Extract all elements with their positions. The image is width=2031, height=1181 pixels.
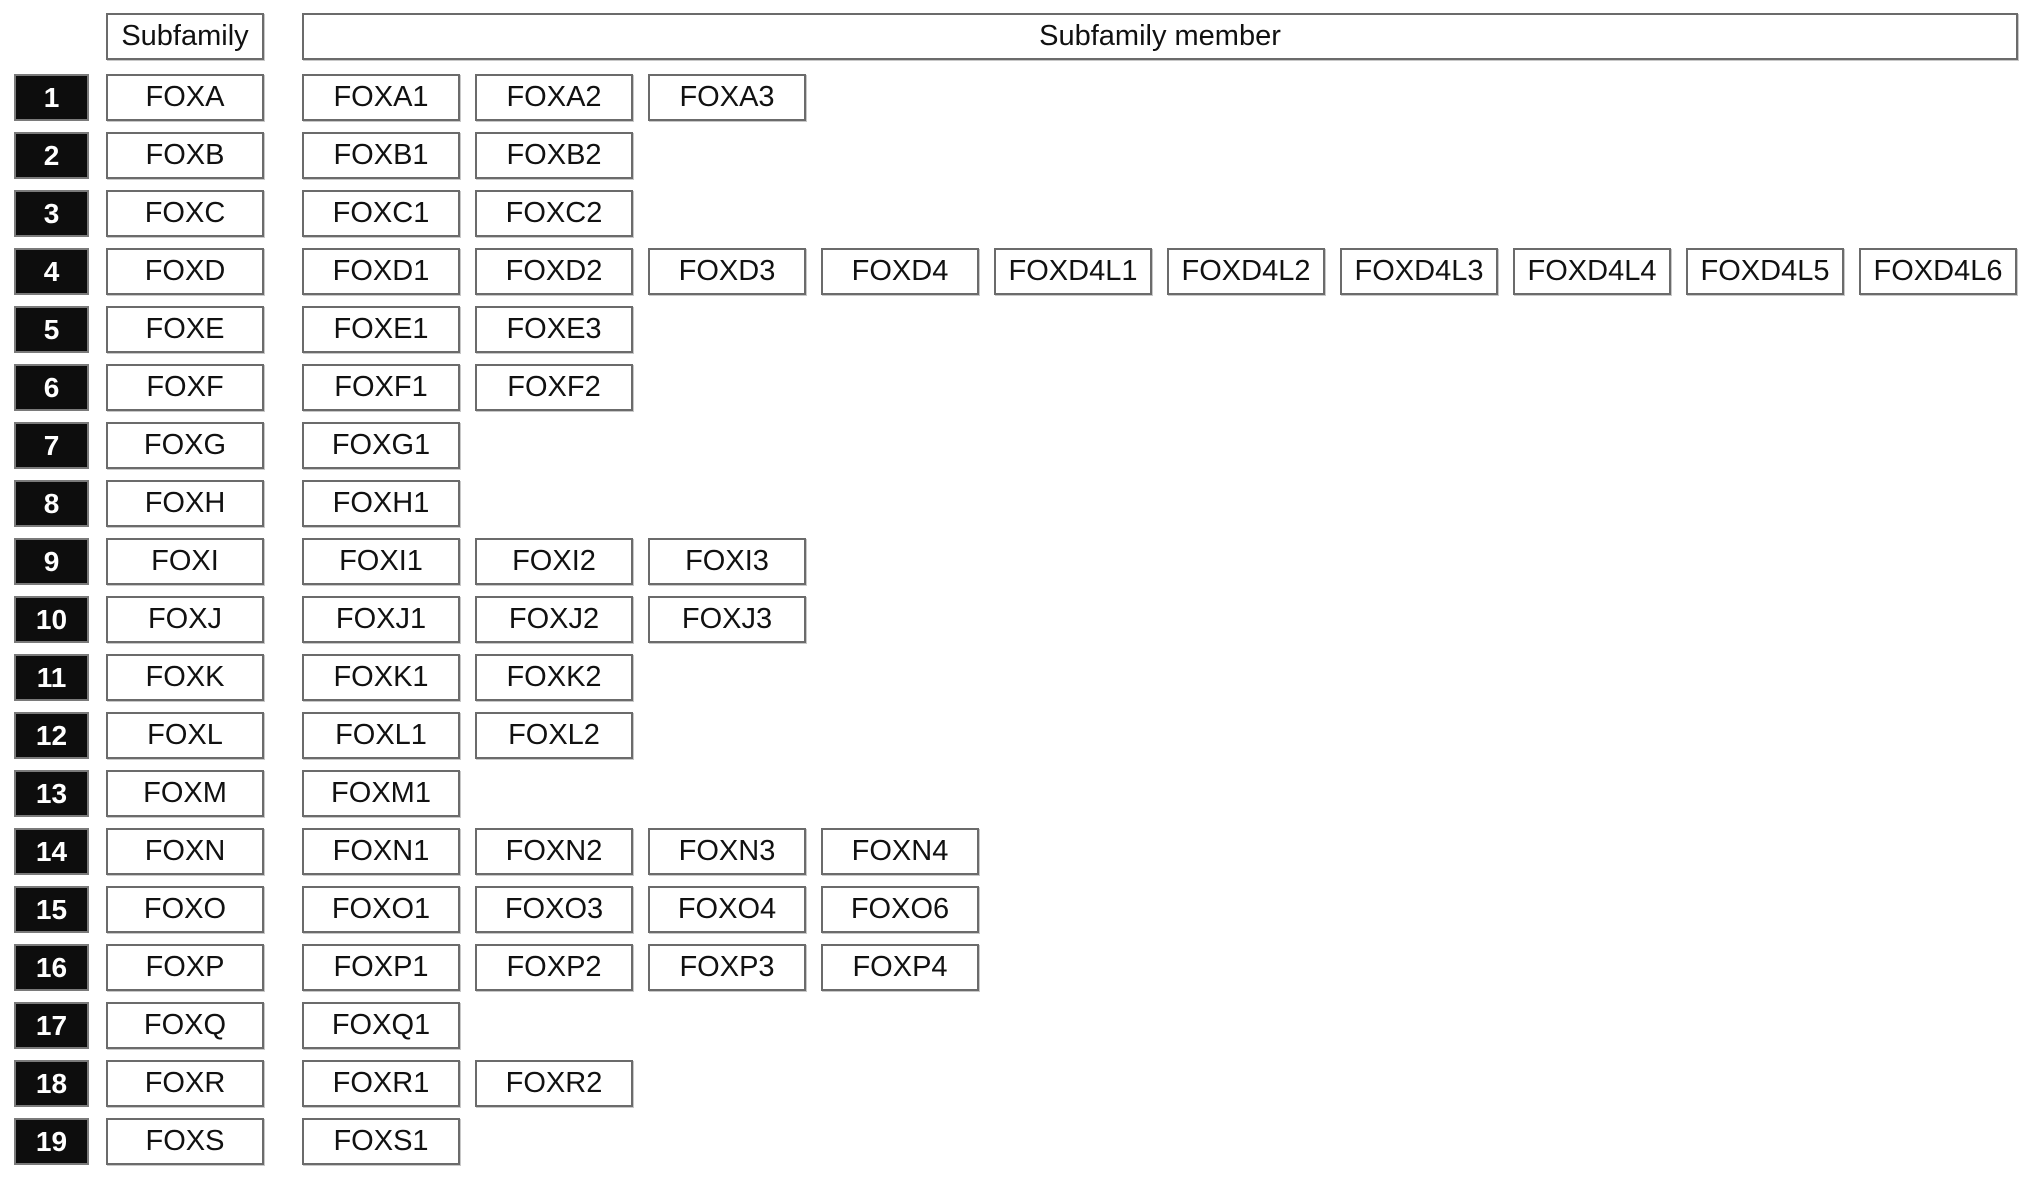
subfamily-member-box: FOXI2 bbox=[475, 538, 633, 585]
subfamily-member-box: FOXP4 bbox=[821, 944, 979, 991]
row-number-badge: 14 bbox=[14, 828, 89, 875]
row-number-badge: 8 bbox=[14, 480, 89, 527]
subfamily-member-box: FOXA2 bbox=[475, 74, 633, 121]
subfamily-member-box: FOXF1 bbox=[302, 364, 460, 411]
subfamily-column-header: Subfamily bbox=[106, 13, 264, 60]
subfamily-box: FOXQ bbox=[106, 1002, 264, 1049]
row-number-badge: 3 bbox=[14, 190, 89, 237]
subfamily-box: FOXL bbox=[106, 712, 264, 759]
subfamily-member-box: FOXO4 bbox=[648, 886, 806, 933]
subfamily-member-box: FOXD4L2 bbox=[1167, 248, 1325, 295]
subfamily-member-box: FOXD4L6 bbox=[1859, 248, 2017, 295]
subfamily-box: FOXH bbox=[106, 480, 264, 527]
subfamily-box: FOXJ bbox=[106, 596, 264, 643]
subfamily-member-box: FOXB2 bbox=[475, 132, 633, 179]
subfamily-box: FOXK bbox=[106, 654, 264, 701]
subfamily-member-box: FOXJ2 bbox=[475, 596, 633, 643]
subfamily-box: FOXC bbox=[106, 190, 264, 237]
row-number-badge: 5 bbox=[14, 306, 89, 353]
subfamily-box: FOXI bbox=[106, 538, 264, 585]
subfamily-box: FOXF bbox=[106, 364, 264, 411]
row-number-badge: 19 bbox=[14, 1118, 89, 1165]
subfamily-member-box: FOXS1 bbox=[302, 1118, 460, 1165]
subfamily-member-box: FOXD2 bbox=[475, 248, 633, 295]
row-number-badge: 12 bbox=[14, 712, 89, 759]
subfamily-member-box: FOXA1 bbox=[302, 74, 460, 121]
subfamily-member-box: FOXH1 bbox=[302, 480, 460, 527]
subfamily-box: FOXA bbox=[106, 74, 264, 121]
subfamily-member-box: FOXO6 bbox=[821, 886, 979, 933]
subfamily-member-box: FOXJ3 bbox=[648, 596, 806, 643]
subfamily-member-box: FOXD1 bbox=[302, 248, 460, 295]
subfamily-member-box: FOXI3 bbox=[648, 538, 806, 585]
subfamily-member-box: FOXL2 bbox=[475, 712, 633, 759]
subfamily-member-box: FOXD4L3 bbox=[1340, 248, 1498, 295]
row-number-badge: 1 bbox=[14, 74, 89, 121]
subfamily-box: FOXO bbox=[106, 886, 264, 933]
subfamily-box: FOXR bbox=[106, 1060, 264, 1107]
subfamily-box: FOXS bbox=[106, 1118, 264, 1165]
row-number-badge: 9 bbox=[14, 538, 89, 585]
row-number-badge: 15 bbox=[14, 886, 89, 933]
row-number-badge: 7 bbox=[14, 422, 89, 469]
subfamily-member-box: FOXA3 bbox=[648, 74, 806, 121]
subfamily-member-box: FOXB1 bbox=[302, 132, 460, 179]
subfamily-member-box: FOXC2 bbox=[475, 190, 633, 237]
subfamily-member-box: FOXP1 bbox=[302, 944, 460, 991]
subfamily-member-box: FOXD4 bbox=[821, 248, 979, 295]
row-number-badge: 11 bbox=[14, 654, 89, 701]
subfamily-box: FOXN bbox=[106, 828, 264, 875]
subfamily-box: FOXM bbox=[106, 770, 264, 817]
subfamily-box: FOXD bbox=[106, 248, 264, 295]
subfamily-member-box: FOXD3 bbox=[648, 248, 806, 295]
row-number-badge: 16 bbox=[14, 944, 89, 991]
row-number-badge: 2 bbox=[14, 132, 89, 179]
subfamily-member-box: FOXJ1 bbox=[302, 596, 460, 643]
subfamily-member-box: FOXK2 bbox=[475, 654, 633, 701]
subfamily-member-box: FOXN3 bbox=[648, 828, 806, 875]
subfamily-member-box: FOXE1 bbox=[302, 306, 460, 353]
row-number-badge: 17 bbox=[14, 1002, 89, 1049]
subfamily-box: FOXE bbox=[106, 306, 264, 353]
subfamily-member-box: FOXP3 bbox=[648, 944, 806, 991]
subfamily-member-box: FOXE3 bbox=[475, 306, 633, 353]
subfamily-member-box: FOXN4 bbox=[821, 828, 979, 875]
row-number-badge: 6 bbox=[14, 364, 89, 411]
subfamily-member-box: FOXF2 bbox=[475, 364, 633, 411]
subfamily-box: FOXG bbox=[106, 422, 264, 469]
subfamily-member-box: FOXO3 bbox=[475, 886, 633, 933]
subfamily-member-box: FOXN2 bbox=[475, 828, 633, 875]
subfamily-member-box: FOXQ1 bbox=[302, 1002, 460, 1049]
subfamily-member-box: FOXD4L5 bbox=[1686, 248, 1844, 295]
subfamily-member-box: FOXG1 bbox=[302, 422, 460, 469]
row-number-badge: 18 bbox=[14, 1060, 89, 1107]
row-number-badge: 13 bbox=[14, 770, 89, 817]
subfamily-member-box: FOXO1 bbox=[302, 886, 460, 933]
subfamily-member-box: FOXL1 bbox=[302, 712, 460, 759]
subfamily-member-box: FOXR2 bbox=[475, 1060, 633, 1107]
subfamily-box: FOXB bbox=[106, 132, 264, 179]
subfamily-member-box: FOXM1 bbox=[302, 770, 460, 817]
subfamily-member-box: FOXC1 bbox=[302, 190, 460, 237]
subfamily-member-box: FOXD4L1 bbox=[994, 248, 1152, 295]
subfamily-member-box: FOXD4L4 bbox=[1513, 248, 1671, 295]
subfamily-box: FOXP bbox=[106, 944, 264, 991]
subfamily-member-column-header: Subfamily member bbox=[302, 13, 2018, 60]
subfamily-member-box: FOXI1 bbox=[302, 538, 460, 585]
subfamily-member-box: FOXP2 bbox=[475, 944, 633, 991]
subfamily-member-box: FOXK1 bbox=[302, 654, 460, 701]
row-number-badge: 4 bbox=[14, 248, 89, 295]
row-number-badge: 10 bbox=[14, 596, 89, 643]
subfamily-member-box: FOXR1 bbox=[302, 1060, 460, 1107]
subfamily-member-box: FOXN1 bbox=[302, 828, 460, 875]
